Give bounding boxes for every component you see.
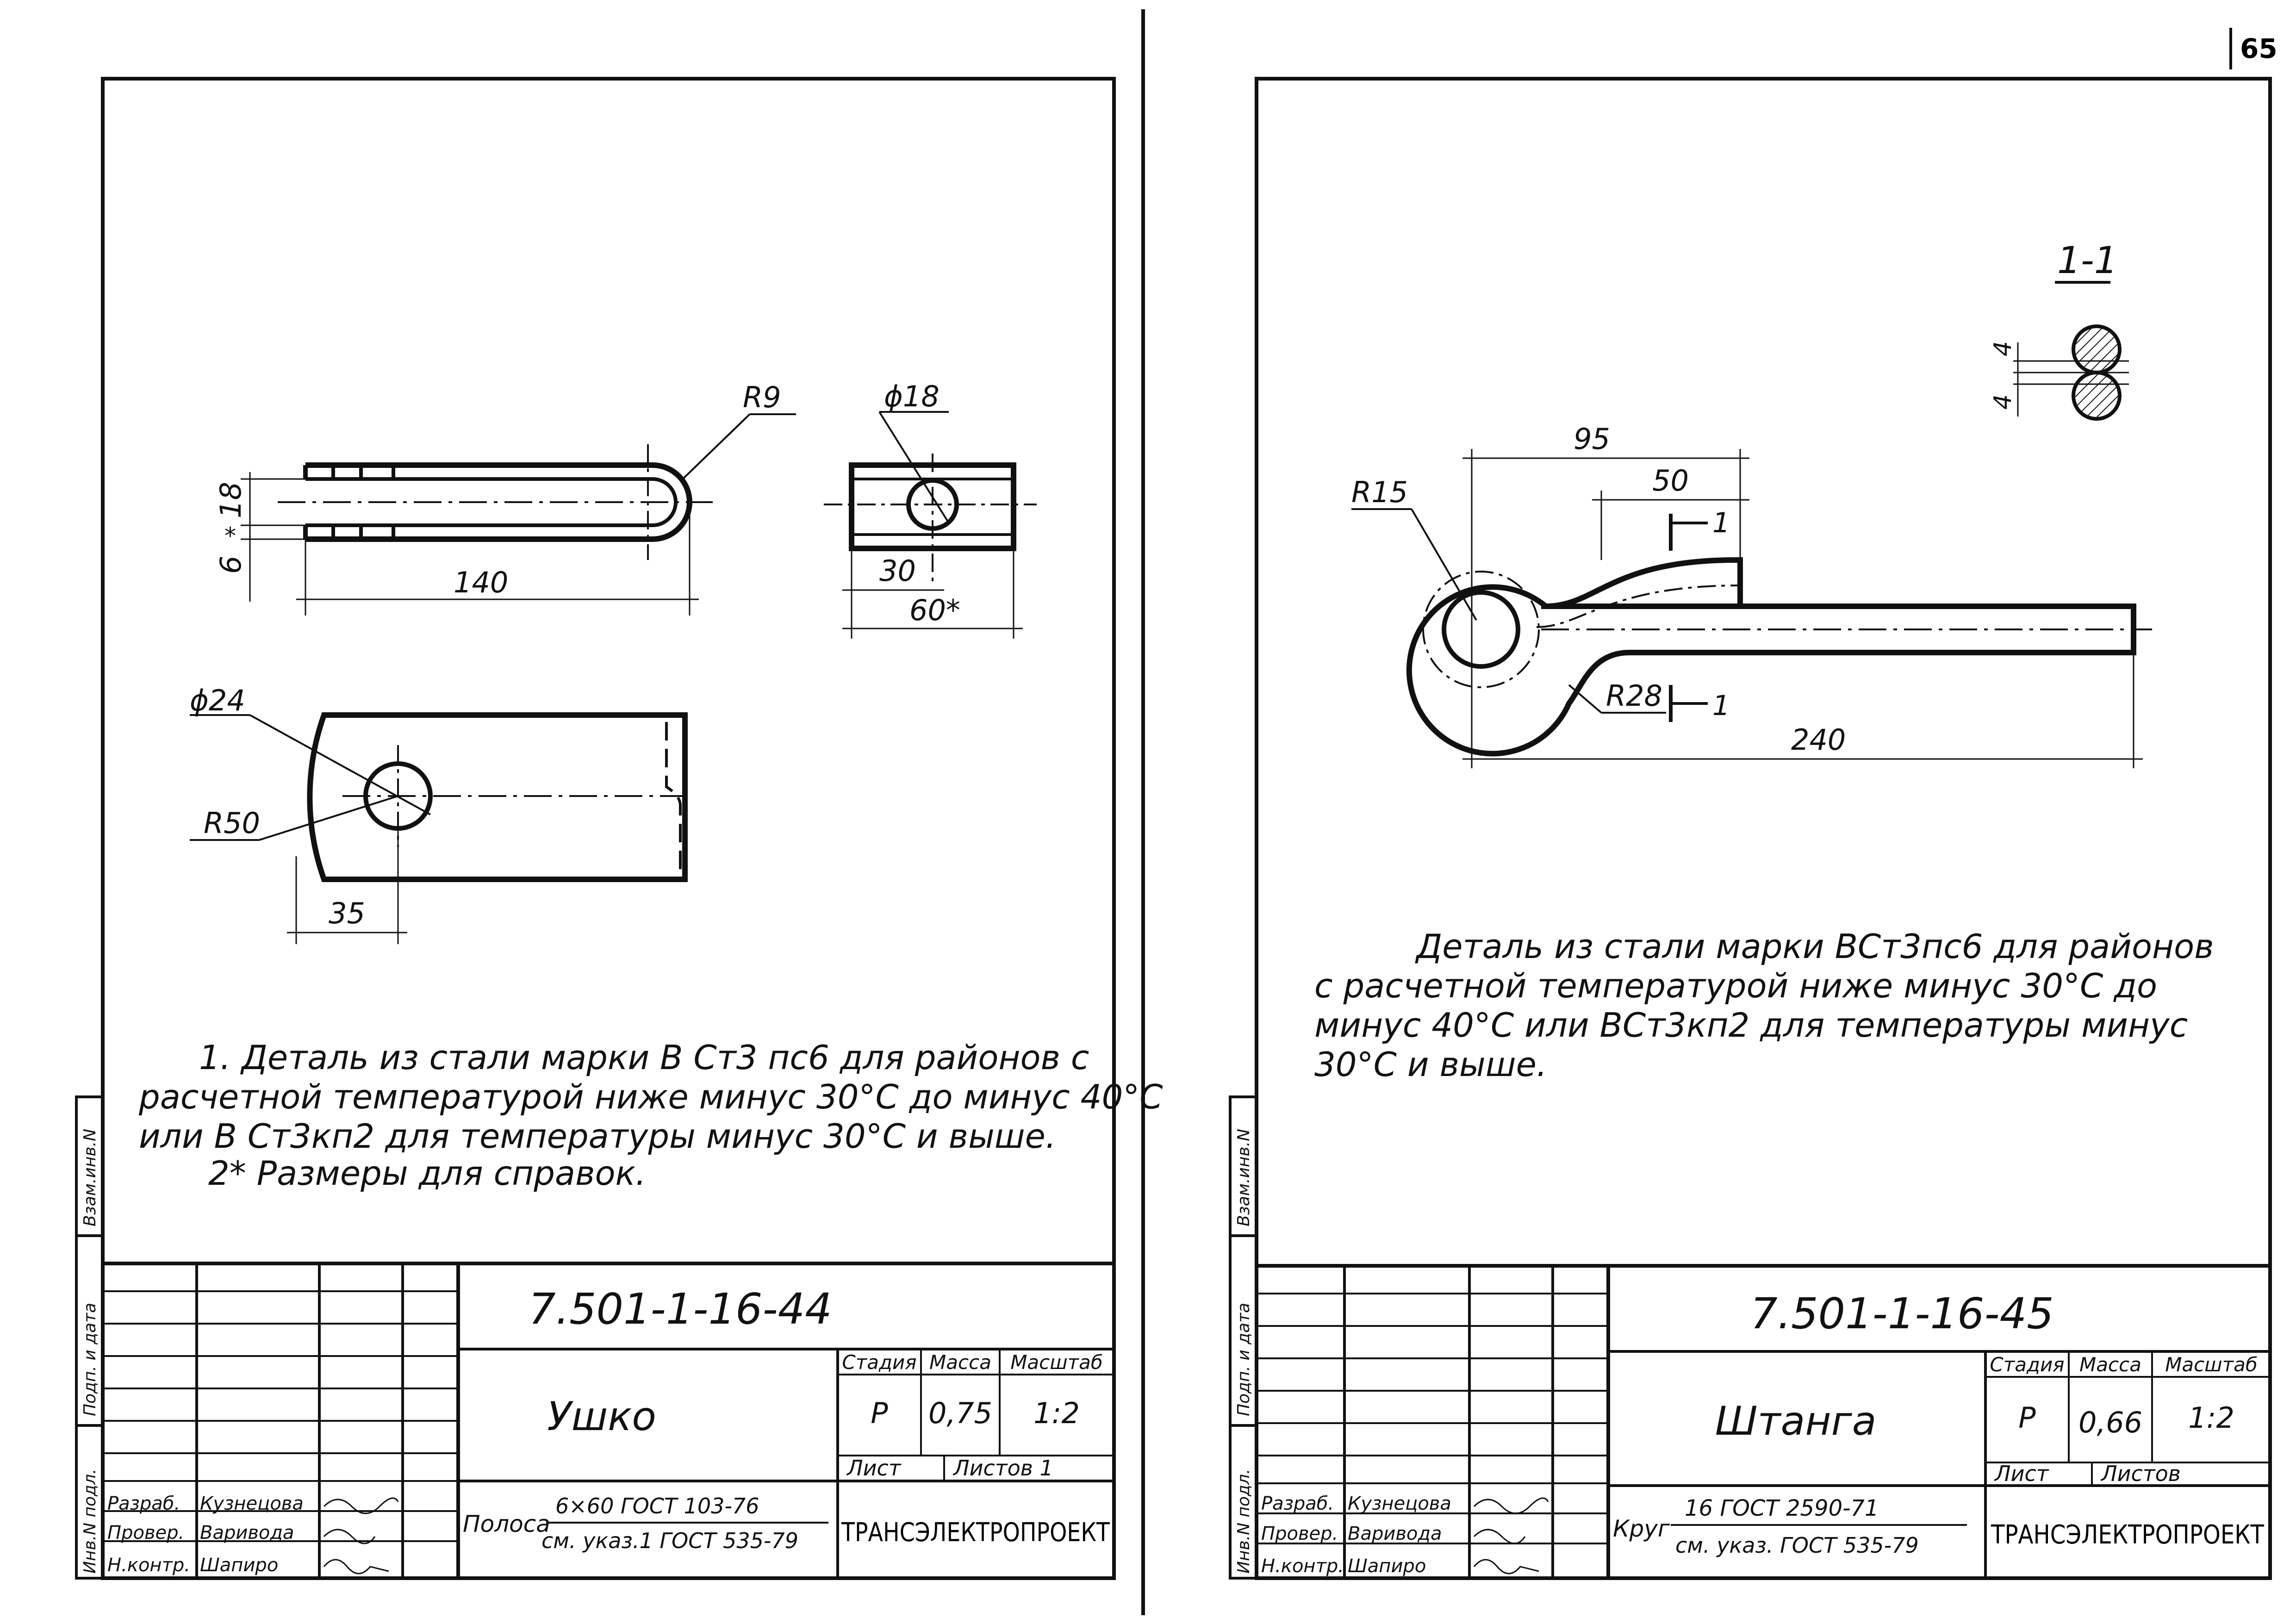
left-sheet: Инв.N подл. Подп. и дата Взам.инв.N 18 6 (75, 77, 1163, 1580)
eye-top-view: 18 6 * 140 R9 (214, 380, 796, 616)
dim-r50: R50 (204, 806, 260, 840)
right-staff-name-3: Шапиро (1348, 1556, 1426, 1577)
left-sheets-label: Листов 1 (952, 1456, 1053, 1481)
right-side-inv-label: Инв.N подл. (1234, 1469, 1253, 1574)
left-side-stamp: Инв.N подл. Подп. и дата Взам.инв.N (75, 1095, 104, 1580)
dim-240: 240 (1791, 723, 1846, 757)
dim-140: 140 (454, 566, 508, 599)
left-material-top: 6×60 ГОСТ 103-76 (555, 1493, 759, 1518)
section-title: 1-1 (2057, 239, 2118, 282)
right-signature-2 (1473, 1529, 1526, 1544)
right-staff-name-2: Варивода (1348, 1523, 1442, 1544)
left-part-name: Ушко (547, 1394, 656, 1440)
right-stage-label: Стадия (1990, 1353, 2064, 1376)
dim-95: 95 (1574, 422, 1610, 456)
left-note-line-1: 1. Деталь из стали марки В Ст3 пс6 для р… (199, 1038, 1089, 1077)
dim-50: 50 (1652, 464, 1689, 498)
right-note-line-4: 30°С и выше. (1314, 1045, 1547, 1084)
left-notes: 1. Деталь из стали марки В Ст3 пс6 для р… (138, 1038, 1163, 1193)
left-scale-value: 1:2 (1033, 1396, 1080, 1430)
dim-35: 35 (329, 896, 365, 930)
dim-6: 6 (214, 556, 248, 574)
dim-30: 30 (879, 554, 916, 588)
dim-r9: R9 (743, 380, 781, 414)
left-sheet-frame (101, 77, 1116, 1580)
right-sheet-label: Лист (1994, 1461, 2049, 1486)
left-mass-label: Масса (929, 1351, 991, 1374)
left-doc-code: 7.501-1-16-44 (529, 1284, 832, 1334)
page-number: 65 (2240, 33, 2277, 64)
side-sign-label: Подп. и дата (81, 1303, 100, 1416)
right-sheet: Инв.N подл. Подп. и дата Взам.инв.N 1-1 … (1229, 77, 2272, 1580)
dim-d24: ϕ24 (190, 684, 245, 717)
left-staff-name-2: Варивода (200, 1522, 294, 1543)
dim-6-star: * (224, 523, 236, 549)
side-replace-label: Взам.инв.N (81, 1129, 100, 1226)
left-signature-1 (323, 1497, 399, 1514)
right-stage-value: Р (2018, 1401, 2036, 1435)
dim-18: 18 (214, 482, 248, 518)
right-staff-role-2: Провер. (1261, 1523, 1338, 1544)
dim-r28: R28 (1606, 679, 1662, 713)
eye-end-view: ϕ18 30 60* (824, 380, 1037, 639)
left-staff-role-1: Разраб. (107, 1493, 180, 1514)
right-signature-1 (1473, 1497, 1549, 1514)
left-mass-value: 0,75 (928, 1396, 992, 1430)
right-note-line-2: с расчетной температурой ниже минус 30°С… (1314, 966, 2157, 1005)
right-scale-value: 1:2 (2188, 1401, 2234, 1435)
right-part-name: Штанга (1715, 1398, 1877, 1444)
left-note-line-2: расчетной температурой ниже минус 30°С д… (138, 1077, 1163, 1116)
rod-drawing: 95 50 240 R15 R28 1 1 (1351, 422, 2152, 768)
right-material-bottom: см. указ. ГОСТ 535-79 (1675, 1533, 1919, 1558)
left-staff-name-1: Кузнецова (200, 1493, 304, 1514)
left-signature-3 (323, 1559, 389, 1574)
right-title-block: 7.501-1-16-45 Штанга Стадия Масса Масшта… (1257, 1264, 2270, 1578)
left-staff-role-3: Н.контр. (107, 1555, 190, 1576)
side-inv-label: Инв.N подл. (81, 1469, 100, 1574)
eye-plan-view: ϕ24 R50 35 (190, 684, 694, 944)
left-sheet-label: Лист (846, 1456, 902, 1481)
left-stage-label: Стадия (842, 1351, 916, 1374)
left-staff-name-3: Шапиро (200, 1555, 278, 1576)
right-note-line-3: минус 40°С или ВСт3кп2 для температуры м… (1314, 1006, 2188, 1045)
cut-label-bottom: 1 (1712, 690, 1730, 722)
right-material-top: 16 ГОСТ 2590-71 (1685, 1495, 1879, 1521)
right-staff-role-1: Разраб. (1261, 1493, 1334, 1514)
left-staff-role-2: Провер. (107, 1522, 184, 1543)
cut-label-top: 1 (1712, 507, 1730, 539)
right-mass-value: 0,66 (2078, 1406, 2142, 1439)
right-side-replace-label: Взам.инв.N (1234, 1129, 1253, 1226)
left-note-line-3: или В Ст3кп2 для температуры минус 30°С … (139, 1117, 1056, 1156)
section-dim-4-bottom: 4 (1989, 394, 2017, 410)
right-scale-label: Масштаб (2165, 1353, 2258, 1376)
right-note-line-1: Деталь из стали марки ВСт3пс6 для районо… (1415, 927, 2214, 966)
left-org-name: ТРАНСЭЛЕКТРОПРОЕКТ (841, 1518, 1110, 1548)
right-material-prefix: Круг (1613, 1515, 1670, 1542)
left-scale-label: Масштаб (1010, 1351, 1103, 1374)
left-material-bottom: см. указ.1 ГОСТ 535-79 (541, 1528, 798, 1553)
section-1-1: 1-1 4 4 (1989, 239, 2129, 421)
right-signature-3 (1473, 1559, 1539, 1574)
left-stage-value: Р (871, 1396, 888, 1430)
left-title-block: 7.501-1-16-44 Ушко Стадия Масса Масштаб … (103, 1262, 1114, 1578)
left-note-line-4: 2* Размеры для справок. (208, 1154, 646, 1193)
right-staff-role-3: Н.контр. (1261, 1556, 1344, 1577)
right-staff-name-1: Кузнецова (1348, 1493, 1451, 1514)
right-sheets-label: Листов (2100, 1461, 2181, 1486)
section-dim-4-top: 4 (1989, 341, 2017, 356)
right-side-stamp: Инв.N подл. Подп. и дата Взам.инв.N (1229, 1095, 1258, 1580)
dim-d18: ϕ18 (884, 380, 940, 413)
right-side-sign-label: Подп. и дата (1234, 1303, 1253, 1416)
dim-r15: R15 (1351, 475, 1408, 509)
right-sheet-frame (1255, 77, 2272, 1580)
right-mass-label: Масса (2079, 1353, 2141, 1376)
right-doc-code: 7.501-1-16-45 (1750, 1289, 2054, 1338)
dim-60: 60* (909, 593, 960, 627)
left-signature-2 (323, 1529, 376, 1544)
right-notes: Деталь из стали марки ВСт3пс6 для районо… (1314, 927, 2214, 1084)
left-material-prefix: Полоса (463, 1511, 550, 1537)
right-org-name: ТРАНСЭЛЕКТРОПРОЕКТ (1991, 1520, 2265, 1550)
